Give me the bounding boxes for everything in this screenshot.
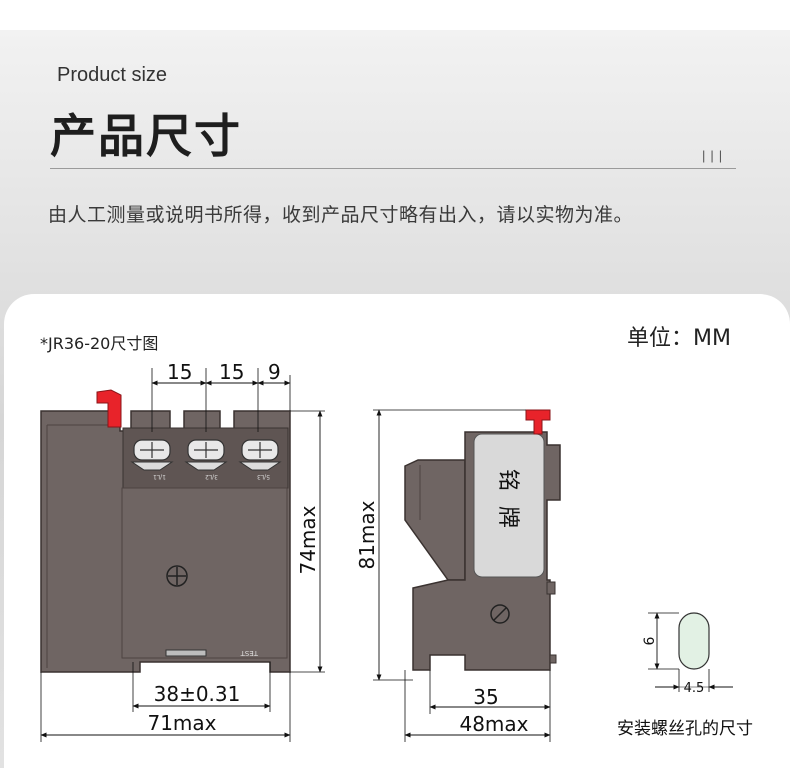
side-view: 铭 牌 81max 35 48max — [355, 409, 561, 742]
terminal-screw-2 — [184, 439, 228, 471]
hole-view: 6 4.5 安装螺丝孔的尺寸 — [617, 612, 753, 739]
side-reset-button — [525, 409, 551, 435]
unit-label: 单位：MM — [627, 326, 731, 351]
mounting-hole — [678, 612, 710, 670]
center-screw — [166, 565, 188, 587]
top-band — [0, 0, 790, 30]
front-dim-top-3: 9 — [268, 360, 281, 384]
reset-button — [96, 389, 122, 428]
front-dim-width: 71max — [147, 711, 216, 735]
nameplate-char-2: 牌 — [495, 506, 520, 528]
hole-caption: 安装螺丝孔的尺寸 — [617, 719, 753, 739]
test-slider — [165, 649, 207, 657]
side-screw — [490, 604, 510, 624]
hole-dim-width: 4.5 — [684, 681, 705, 696]
front-view: 1/L1 3/L2 5/L3 TEST 15 15 9 74max — [40, 360, 325, 742]
front-dim-mount: 38±0.31 — [154, 682, 241, 706]
terminal-label-2: 3/L2 — [205, 473, 218, 480]
test-label: TEST — [240, 649, 259, 657]
english-title: Product size — [57, 64, 168, 86]
measurement-note: 由人工测量或说明书所得，收到产品尺寸略有出入，请以实物为准。 — [48, 204, 634, 226]
title-divider — [50, 168, 736, 169]
decorative-ticks: ||| — [702, 148, 728, 163]
terminal-label-1: 1/L1 — [153, 473, 166, 480]
nameplate-char-1: 铭 — [495, 469, 520, 491]
terminal-screw-1 — [130, 439, 174, 471]
terminal-screw-3 — [238, 439, 282, 471]
side-rear-block — [404, 459, 466, 581]
front-dim-top-2: 15 — [219, 360, 244, 384]
model-label: *JR36-20尺寸图 — [40, 334, 159, 353]
terminal-label-3: 5/L3 — [257, 473, 270, 480]
side-dim-mount: 35 — [473, 685, 498, 709]
hole-dim-height: 6 — [642, 636, 658, 645]
side-dim-height: 81max — [355, 500, 379, 569]
side-dim-depth: 48max — [459, 712, 528, 736]
nameplate — [473, 433, 545, 578]
front-dim-height: 74max — [296, 505, 320, 574]
page-title: 产品尺寸 — [50, 109, 242, 163]
front-dim-top-1: 15 — [167, 360, 192, 384]
